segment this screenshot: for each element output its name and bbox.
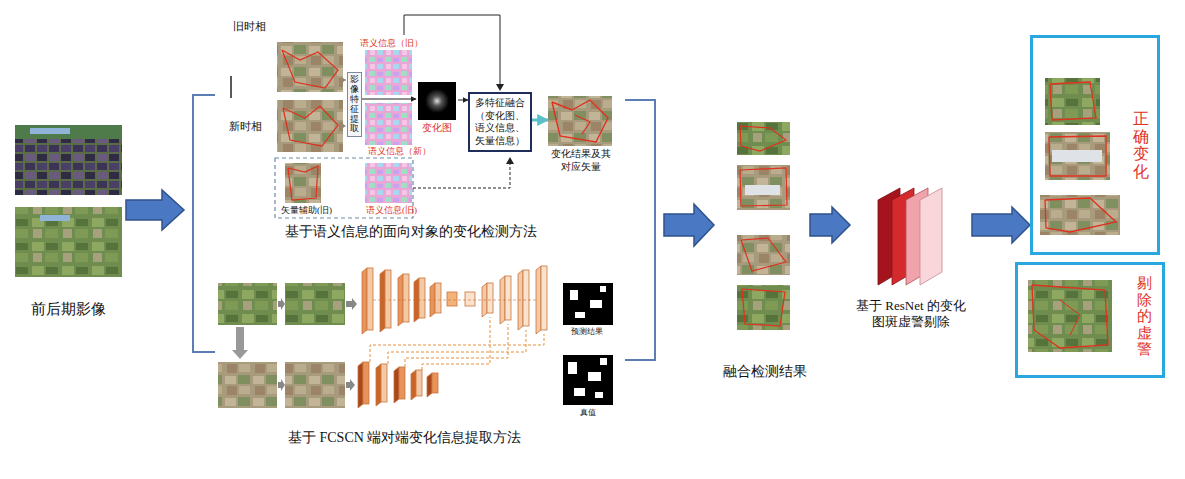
phase-label: 新时相 (229, 120, 262, 133)
block-arrow (972, 207, 1030, 243)
node-text: 基于 ResNet 的变化图斑虚警剔除 (850, 298, 972, 331)
node-text: 融合检测结果 (720, 363, 810, 381)
image-label: 语义信息（旧） (360, 38, 423, 49)
phase-label: 旧时相 (233, 20, 266, 33)
node-text: 前后期影像 (12, 300, 125, 319)
arrow-line (458, 100, 468, 101)
vertical-text: 影像特征提取 (350, 75, 359, 134)
image-label: 预测结果 (571, 327, 603, 337)
fusion-box: 多特征融合（变化图、语义信息、矢量信息） (468, 92, 532, 152)
image-label: 真值 (580, 408, 596, 418)
method-caption: 基于 FCSCN 端对端变化信息提取方法 (288, 430, 521, 447)
image-node: 变化结果及其对应矢量 (548, 96, 614, 173)
image-node: 变化图 (416, 80, 458, 135)
image-group: 前后期影像 (12, 120, 125, 319)
result-box: 剔除的虚警 (1015, 262, 1165, 378)
process-box: 影像特征提取 (347, 72, 362, 137)
result-box: 正确变化 (1030, 35, 1160, 255)
method-caption: 基于语义信息的面向对象的变化检测方法 (285, 224, 537, 241)
network-node: 基于 ResNet 的变化图斑虚警剔除 (850, 180, 972, 331)
node-text: 变化结果及其对应矢量 (548, 148, 614, 173)
node-text: 变化图 (416, 122, 458, 135)
vertical-text: 正确变化 (1133, 110, 1149, 180)
image-label: 语义信息（新） (368, 146, 431, 157)
image-label: 语义信息(旧) (366, 205, 417, 216)
node-text: 多特征融合（变化图、语义信息、矢量信息） (473, 97, 527, 147)
image-label: 矢量辅助(旧) (281, 205, 332, 216)
arrow-line (532, 119, 548, 122)
image-group: 融合检测结果 (720, 118, 810, 381)
vertical-text: 剔除的虚警 (1137, 275, 1152, 358)
block-arrow (810, 207, 850, 243)
arrow-line (362, 99, 416, 100)
